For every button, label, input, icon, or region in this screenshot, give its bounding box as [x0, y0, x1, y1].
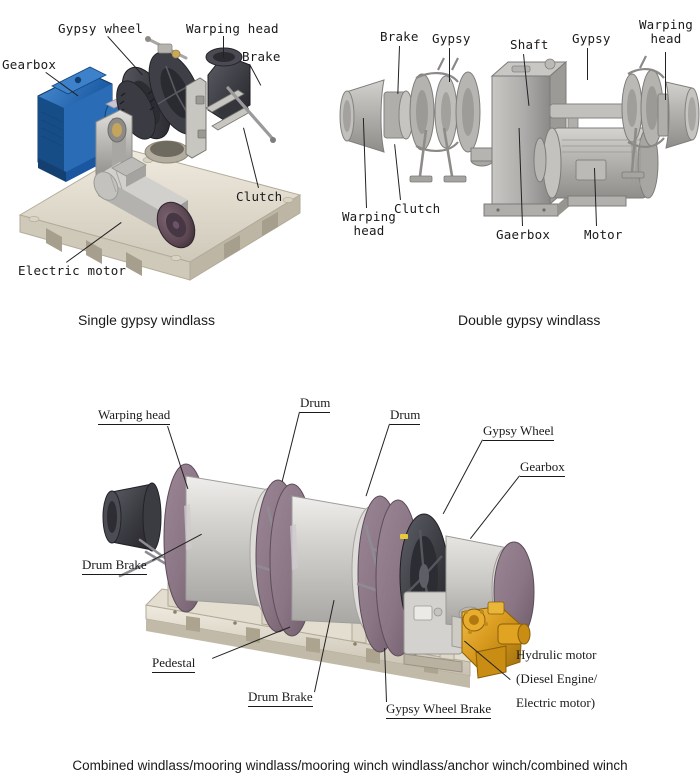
warping-head-part — [102, 482, 162, 552]
gypsy-left-part — [409, 57, 494, 183]
warping-head-right-part — [657, 81, 700, 149]
label-hydraulic-motor-line2: (Diesel Engine/ — [516, 671, 598, 686]
figure-double-gypsy-windlass: Brake Gypsy Shaft Gypsy Warping head War… — [339, 0, 700, 300]
hydraulic-motor-part — [461, 601, 531, 679]
electric-motor-part — [93, 156, 196, 249]
label-brake: Brake — [242, 49, 281, 64]
leader-warping-head — [223, 36, 224, 58]
label-warping-head: Warping head — [98, 407, 171, 425]
top-rod — [145, 36, 188, 60]
motor-part — [533, 127, 659, 207]
label-warping-head-right: Warping head — [638, 17, 694, 47]
label-gypsy-right: Gypsy — [572, 31, 611, 46]
label-gearbox: Gearbox — [520, 459, 565, 477]
label-shaft: Shaft — [510, 37, 549, 52]
single-gypsy-windlass-illustration — [18, 36, 302, 281]
label-gypsy-wheel: Gypsy Wheel — [483, 423, 554, 441]
double-gypsy-windlass-illustration — [339, 55, 700, 217]
label-drum-brake-lower: Drum Brake — [248, 689, 313, 707]
label-warping-head: Warping head — [186, 21, 279, 36]
gypsy-wheel-part — [116, 51, 204, 140]
leader-warping-head-right — [665, 52, 666, 100]
label-gypsy-wheel-brake: Gypsy Wheel Brake — [386, 701, 492, 719]
label-drum-1: Drum — [300, 395, 331, 413]
label-clutch: Clutch — [236, 189, 283, 204]
leader-gypsy-left — [449, 48, 450, 82]
label-gypsy-left: Gypsy — [432, 31, 471, 46]
figure-combined-windlass: Warping head Drum Drum Gypsy Wheel Gearb… — [0, 380, 700, 730]
label-drum-brake-upper: Drum Brake — [82, 557, 147, 575]
label-hydraulic-motor-line1: Hydrulic motor — [516, 647, 597, 662]
label-hydraulic-motor-line3: Electric motor) — [516, 695, 596, 710]
gypsy-right-part — [621, 55, 665, 179]
caption-combined-windlass: Combined windlass/mooring windlass/moori… — [72, 758, 628, 773]
label-motor: Motor — [584, 227, 623, 242]
label-warping-head-left: Warping head — [341, 209, 397, 239]
label-clutch: Clutch — [394, 201, 441, 216]
caption-single-gypsy-windlass: Single gypsy windlass — [78, 312, 215, 328]
label-electric-motor: Electric motor — [18, 263, 127, 278]
label-brake: Brake — [380, 29, 419, 44]
label-gearbox: Gaerbox — [496, 227, 551, 242]
warping-head-left-part — [339, 79, 414, 153]
brake-handle — [226, 86, 276, 143]
caption-double-gypsy-windlass: Double gypsy windlass — [458, 312, 601, 328]
combined-windlass-illustration — [102, 463, 535, 688]
figure-single-gypsy-windlass: Gearbox Gypsy wheel Warping head Brake C… — [0, 0, 340, 300]
leader-gypsy-right — [587, 48, 588, 80]
label-drum-2: Drum — [390, 407, 421, 425]
label-pedestal: Pedestal — [152, 655, 196, 673]
label-gypsy-wheel: Gypsy wheel — [58, 21, 143, 36]
label-gearbox: Gearbox — [2, 57, 57, 72]
chain-pipe — [144, 140, 190, 164]
